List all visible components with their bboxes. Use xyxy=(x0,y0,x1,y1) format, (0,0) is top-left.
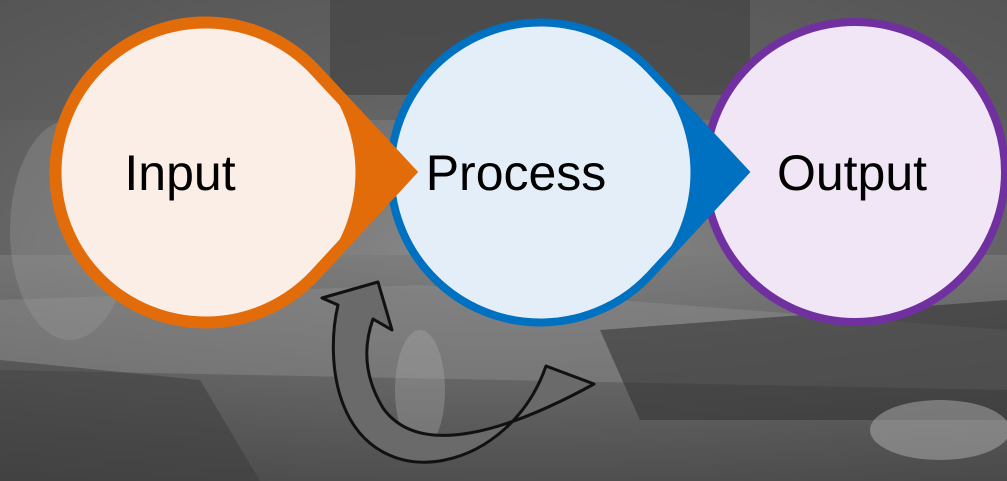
output-label: Output xyxy=(777,145,927,201)
input-label: Input xyxy=(124,145,235,201)
curved-arrow-icon xyxy=(320,280,596,464)
output-node: Output xyxy=(701,18,1007,326)
feedback-loop-arrow xyxy=(320,280,596,464)
process-pointer xyxy=(650,70,745,275)
input-shape xyxy=(49,16,419,329)
process-label: Process xyxy=(426,145,607,201)
input-node: Input xyxy=(49,16,419,329)
input-pointer xyxy=(315,70,410,275)
